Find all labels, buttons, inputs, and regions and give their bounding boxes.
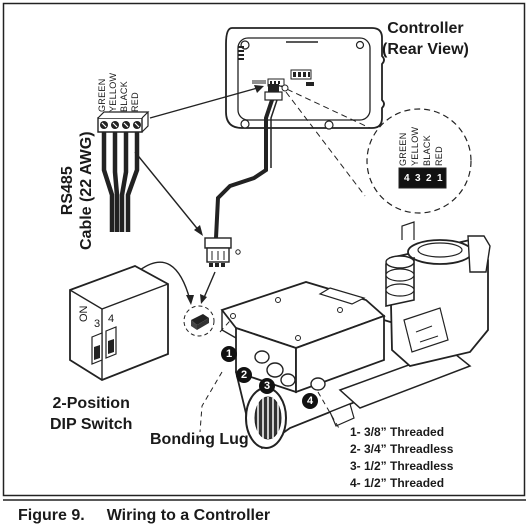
terminal-pin-3: 3 [415,173,421,184]
mount-hole [355,40,365,50]
controller-title: Controller (Rear View) [382,18,469,60]
cable-wire-label-yellow: YELLOW [108,72,118,112]
controller-title-line1: Controller [387,20,464,37]
pump-drawing [220,221,491,450]
port-legend-item: 3- 1/2” Threadless [350,459,454,473]
cable-wire-label-red: RED [130,92,140,112]
pump-cable-plug [204,237,232,249]
rs485-cable-drawing [97,111,150,232]
port-legend-item: 2- 3/4” Threadless [350,442,454,456]
cable-wire-label-green: GREEN [97,78,107,112]
rs485-label-line2: Cable (22 AWG) [78,131,95,250]
figure-caption: Figure 9. Wiring to a Controller [18,506,270,526]
port-legend-leader [317,391,341,431]
dip-switch-on-pump [183,305,215,337]
dip-position-4: 4 [108,313,115,325]
port-marker-1: 1 [221,346,237,362]
terminal-pin-1: 1 [437,173,443,184]
arrow-to-pump-plug [134,151,201,233]
controller-rear-view [225,27,385,130]
rs485-label-line1: RS485 [59,166,76,216]
dip-label-line1: 2-Position [52,395,130,412]
port-legend-item: 4- 1/2” Threaded [350,476,445,490]
terminal-pin-4: 4 [404,173,410,184]
port-marker-4: 4 [302,393,318,409]
port-marker-2: 2 [236,367,252,383]
figure-frame [2,2,526,497]
controller-cable [204,84,283,267]
connection-arrows [134,85,264,305]
bonding-lug-leader [199,371,223,433]
arrow-dip-to-pump [139,261,191,301]
cable-wire-label-black: BLACK [119,80,129,112]
terminal-wire-label-black: BLACK [422,134,432,166]
caption-number: Figure 9. [18,507,85,524]
bonding-lug-label: Bonding Lug [150,431,249,448]
controller-title-line2: (Rear View) [382,41,469,58]
terminal-wire-label-yellow: YELLOW [410,126,420,166]
terminal-wire-label-red: RED [434,146,444,166]
dip-switch-label: 2-Position DIP Switch [50,393,132,435]
dip-on-text: ON [78,305,90,323]
leader-lines [199,371,341,433]
mount-hole [240,119,250,129]
arrow-to-pump-port [202,271,216,301]
mount-hole [324,120,334,130]
dip-switch-drawing [69,265,169,382]
port-legend: 1- 3/8” Threaded 2- 3/4” Threadless 3- 1… [350,424,453,492]
dip-label-line2: DIP Switch [50,416,133,433]
dip-position-3: 3 [94,318,101,330]
terminal-wire-label-green: GREEN [398,132,408,166]
arrow-to-controller [149,86,262,119]
terminal-pin-2: 2 [426,173,432,184]
port-legend-item: 1- 3/8” Threaded [350,425,445,439]
rs485-cable-label: RS485 Cable (22 AWG) [58,131,96,250]
caption-title: Wiring to a Controller [106,507,271,524]
port-marker-3: 3 [259,378,275,394]
terminal-detail-callout [277,84,472,214]
